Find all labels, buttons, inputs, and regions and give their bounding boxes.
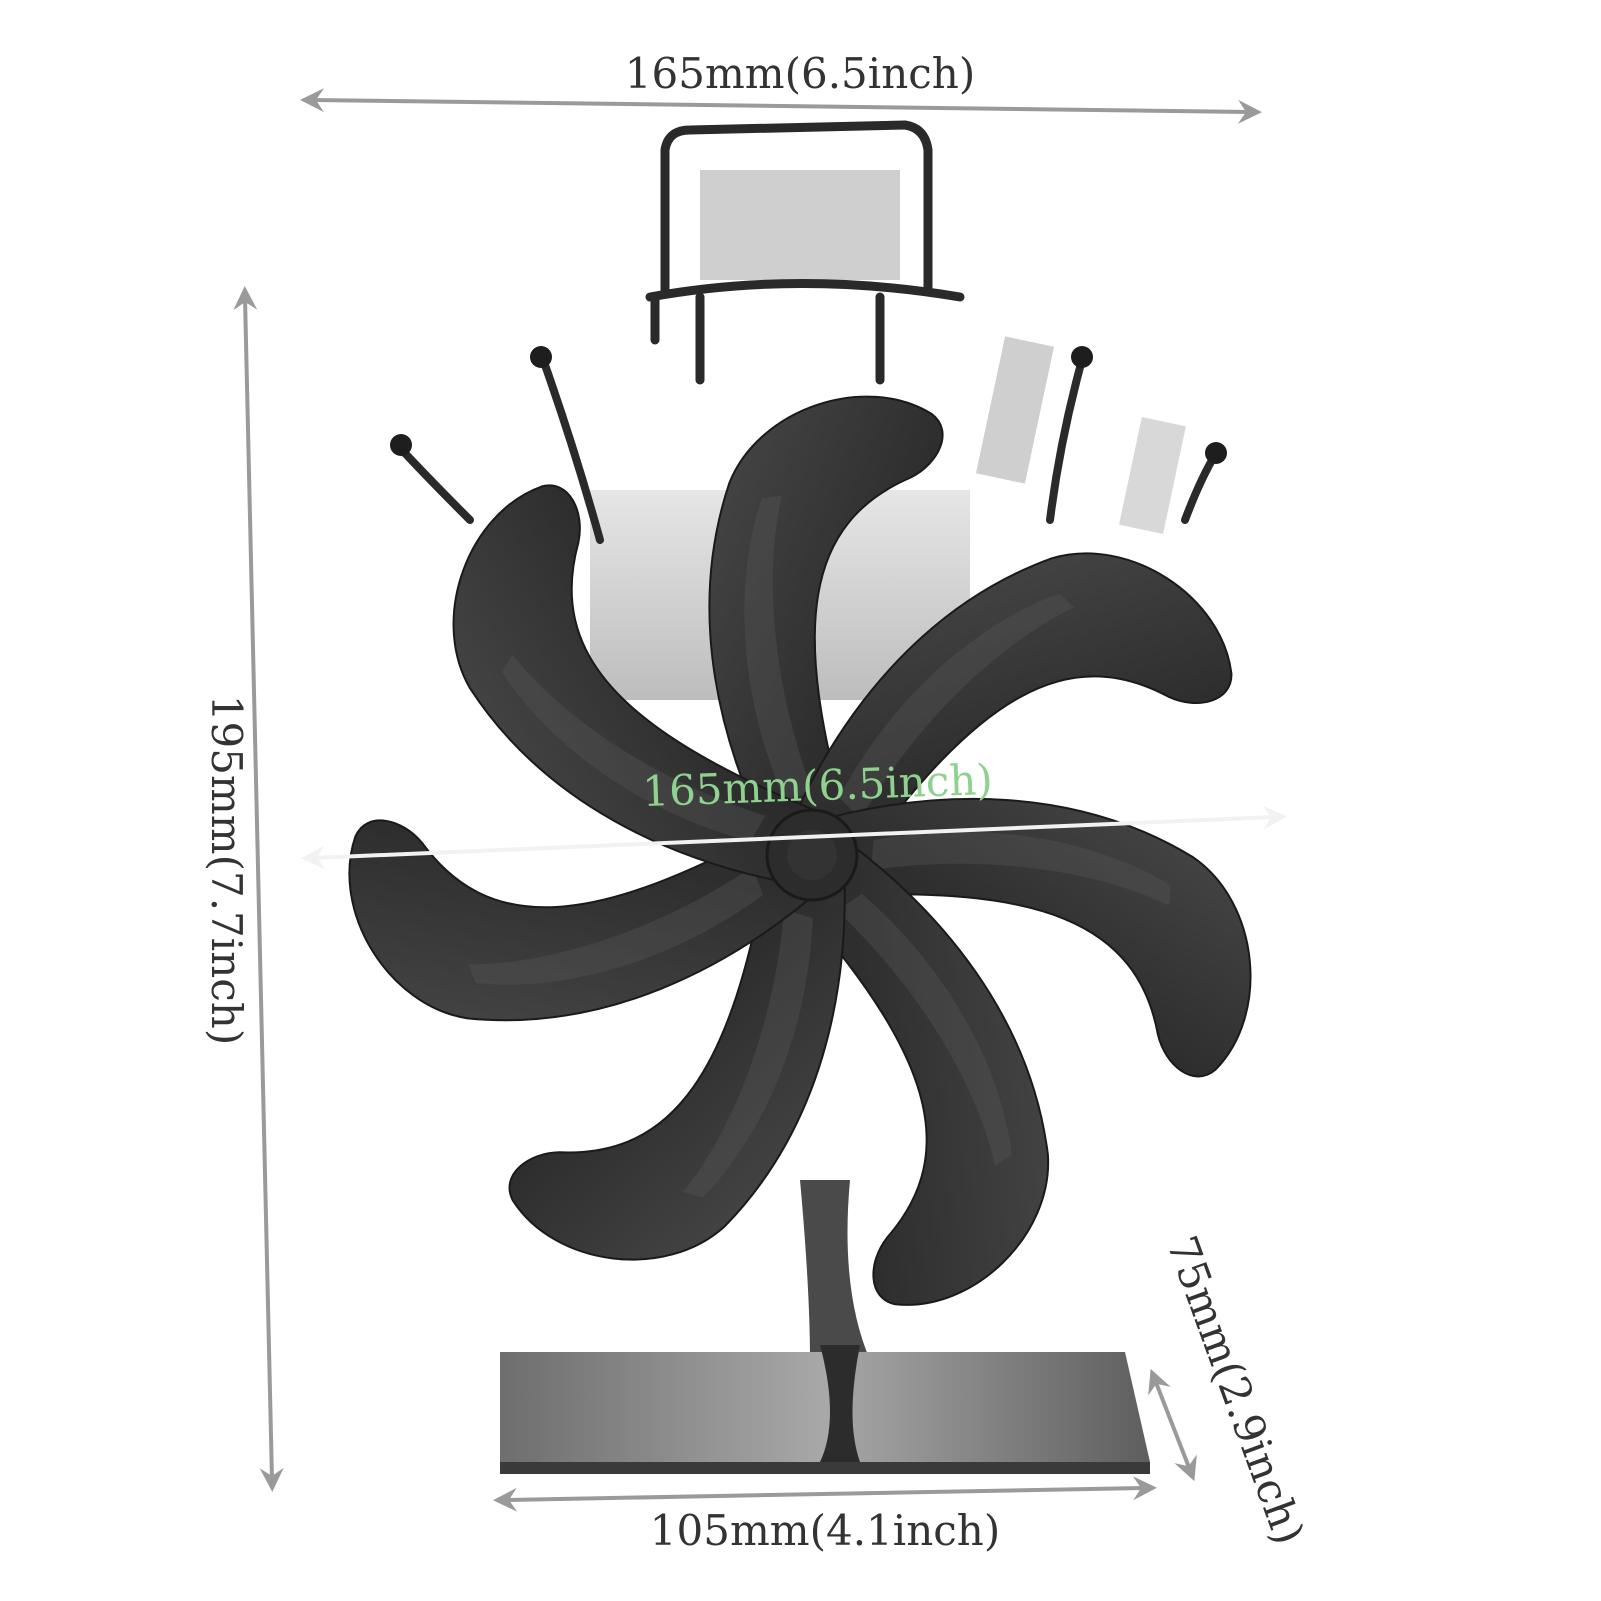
fan-blade-icon — [708, 395, 944, 871]
base-stand — [500, 1180, 1150, 1474]
fan-blade-icon — [782, 552, 1233, 870]
fan-blade-icon — [788, 828, 1049, 1306]
base-width-line — [493, 1476, 1157, 1512]
fan-blade-highlight — [468, 867, 764, 985]
fan-blade-highlight — [502, 654, 766, 842]
overall-height-line — [233, 286, 284, 1492]
overall-height-label: 195mm(7.7inch) — [202, 695, 251, 1045]
fan-blade-highlight — [683, 909, 813, 1198]
fan-diameter-label: 165mm(6.5inch) — [642, 755, 994, 816]
wire-arms — [398, 356, 1219, 544]
overall-width-label: 165mm(6.5inch) — [625, 49, 975, 98]
fan-blade-highlight — [838, 593, 1075, 819]
overall-width-line — [300, 88, 1262, 124]
fan-blades — [348, 395, 1252, 1306]
wire-arm-tips — [390, 346, 1227, 464]
fan-blade-highlight — [836, 893, 1012, 1166]
base-depth-label: 75mm(2.9inch) — [1157, 1230, 1314, 1551]
fan-hub — [765, 808, 859, 902]
fan-blade-highlight — [744, 495, 814, 799]
top-handle — [645, 120, 965, 385]
base-depth-line — [1148, 1368, 1197, 1482]
base-width-label: 105mm(4.1inch) — [650, 1506, 1000, 1555]
fan-blade-icon — [508, 853, 846, 1261]
dimension-lines — [233, 88, 1287, 1512]
fan-diameter-line — [301, 805, 1287, 870]
